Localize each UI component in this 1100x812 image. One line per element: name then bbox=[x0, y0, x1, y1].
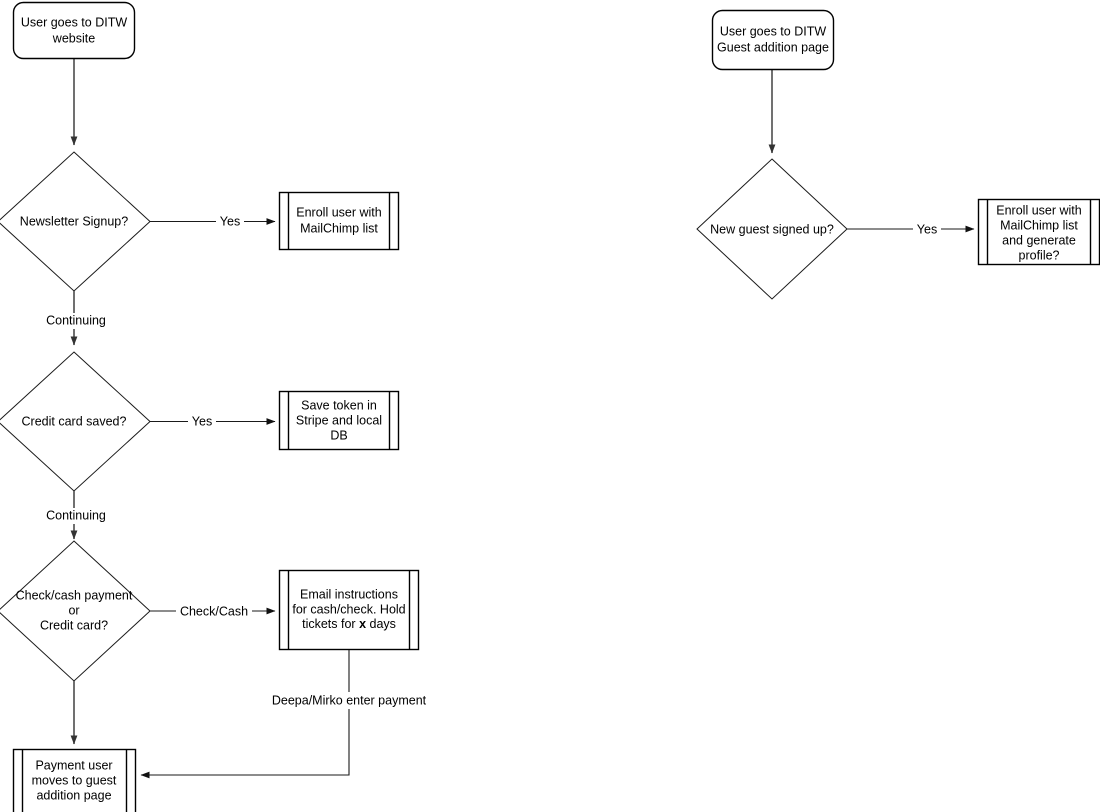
node-payment-user-moves-line-3: addition page bbox=[36, 788, 111, 802]
node-email-instructions-bold-token: x bbox=[359, 617, 366, 631]
edge-payment-check-cash: Check/Cash bbox=[150, 603, 276, 620]
node-payment-type-line-3: Credit card? bbox=[40, 618, 108, 632]
node-email-instructions[interactable]: Email instructions for cash/check. Hold … bbox=[278, 569, 420, 651]
node-start-guest-page-line-1: User goes to DITW bbox=[720, 24, 826, 38]
node-save-token[interactable]: Save token in Stripe and local DB bbox=[278, 390, 400, 451]
node-start-website-line-1: User goes to DITW bbox=[21, 15, 127, 29]
node-save-token-line-2: Stripe and local bbox=[296, 413, 382, 427]
node-payment-type-decision[interactable]: Check/cash payment or Credit card? bbox=[0, 540, 151, 682]
node-enroll-mailchimp[interactable]: Enroll user with MailChimp list bbox=[278, 191, 400, 251]
node-email-instructions-line-3-post: days bbox=[366, 617, 396, 631]
node-email-instructions-line-3: tickets for x days bbox=[302, 617, 396, 631]
node-start-website-line-2: website bbox=[52, 31, 95, 45]
node-payment-type-line-1: Check/cash payment bbox=[16, 588, 133, 602]
edge-label-newsletter-continuing: Continuing bbox=[46, 313, 106, 327]
edge-label-newsletter-yes: Yes bbox=[220, 214, 240, 228]
node-payment-type-line-2: or bbox=[68, 603, 79, 617]
edge-label-creditcard-continuing: Continuing bbox=[46, 508, 106, 522]
node-payment-user-moves-line-1: Payment user bbox=[35, 758, 112, 772]
node-credit-card-decision-label: Credit card saved? bbox=[22, 414, 127, 428]
node-new-guest-decision-label: New guest signed up? bbox=[710, 222, 834, 236]
node-enroll-mailchimp-line-2: MailChimp list bbox=[300, 221, 378, 235]
node-start-website[interactable]: User goes to DITW website bbox=[12, 1, 136, 60]
node-new-guest-decision[interactable]: New guest signed up? bbox=[696, 158, 848, 300]
node-start-guest-page-line-2: Guest addition page bbox=[717, 40, 829, 54]
edge-newsletter-yes: Yes bbox=[150, 213, 276, 230]
node-credit-card-decision[interactable]: Credit card saved? bbox=[0, 351, 151, 492]
edge-label-new-guest-yes: Yes bbox=[917, 222, 937, 236]
node-email-instructions-line-1: Email instructions bbox=[300, 587, 398, 601]
node-enroll-profile-line-3: and generate bbox=[1002, 233, 1076, 247]
node-newsletter-decision-label: Newsletter Signup? bbox=[20, 214, 128, 228]
edge-label-creditcard-yes: Yes bbox=[192, 414, 212, 428]
node-enroll-mailchimp-line-1: Enroll user with bbox=[296, 205, 381, 219]
edge-creditcard-yes: Yes bbox=[150, 413, 276, 430]
edge-new-guest-yes: Yes bbox=[847, 221, 975, 238]
node-enroll-profile-line-2: MailChimp list bbox=[1000, 218, 1078, 232]
node-enroll-mailchimp-profile[interactable]: Enroll user with MailChimp list and gene… bbox=[977, 198, 1100, 266]
node-email-instructions-line-3-pre: tickets for bbox=[302, 617, 359, 631]
node-payment-user-moves-line-2: moves to guest bbox=[32, 773, 117, 787]
edge-creditcard-continuing: Continuing bbox=[45, 491, 107, 540]
edge-email-to-payment-user: Deepa/Mirko enter payment bbox=[140, 650, 428, 779]
node-enroll-profile-line-4: profile? bbox=[1019, 248, 1060, 262]
node-save-token-line-1: Save token in bbox=[301, 398, 377, 412]
node-newsletter-decision[interactable]: Newsletter Signup? bbox=[0, 151, 151, 292]
edge-label-check-cash: Check/Cash bbox=[180, 604, 248, 618]
node-payment-user-moves[interactable]: Payment user moves to guest addition pag… bbox=[12, 748, 137, 812]
node-enroll-profile-line-1: Enroll user with bbox=[996, 203, 1081, 217]
edge-label-deepa-mirko: Deepa/Mirko enter payment bbox=[272, 693, 427, 707]
node-start-guest-page[interactable]: User goes to DITW Guest addition page bbox=[711, 9, 835, 71]
node-email-instructions-line-2: for cash/check. Hold bbox=[292, 602, 405, 616]
node-save-token-line-3: DB bbox=[330, 428, 347, 442]
edge-newsletter-continuing: Continuing bbox=[45, 291, 107, 346]
